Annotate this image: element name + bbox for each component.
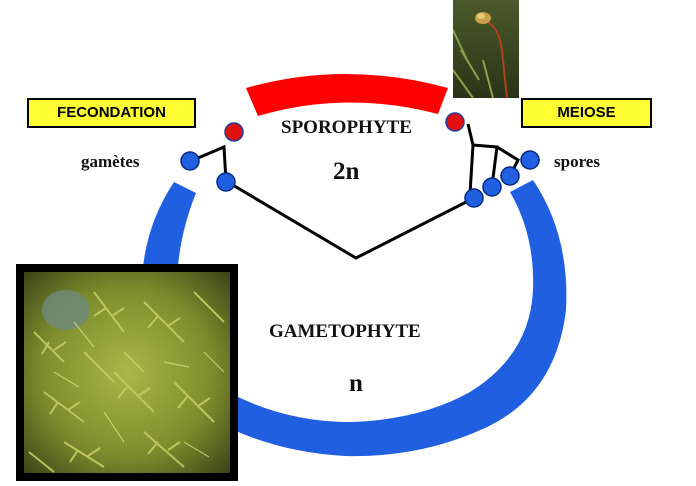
fusion-line xyxy=(225,179,475,260)
sporophyte-label: SPOROPHYTE xyxy=(281,117,412,138)
spore-dot-2 xyxy=(482,177,502,197)
sporophyte-ploidy: 2n xyxy=(333,158,360,185)
fecondation-label: FECONDATION xyxy=(27,98,196,128)
spore-dot-4 xyxy=(520,150,540,170)
gamete-dot-1 xyxy=(180,151,200,171)
gamete-fork xyxy=(190,144,228,182)
gametophyte-ploidy: n xyxy=(349,370,363,397)
sporophyte-arc xyxy=(246,74,448,116)
sporocyte-dot xyxy=(445,112,465,132)
gametes-label: gamètes xyxy=(81,152,140,171)
zygote-dot xyxy=(224,122,244,142)
connector-lines xyxy=(190,123,520,260)
moss-gametophyte-photo xyxy=(16,264,238,481)
gametophyte-arc-right xyxy=(210,180,567,457)
capsule-image xyxy=(453,0,519,98)
spore-dot-1 xyxy=(464,188,484,208)
gametophyte-label: GAMETOPHYTE xyxy=(269,321,421,342)
moss-capsule-photo xyxy=(453,0,519,98)
gamete-dot-2 xyxy=(216,172,236,192)
moss-image xyxy=(24,272,230,473)
spore-dot-3 xyxy=(500,166,520,186)
meiose-label: MEIOSE xyxy=(521,98,652,128)
spores-label: spores xyxy=(554,152,600,171)
